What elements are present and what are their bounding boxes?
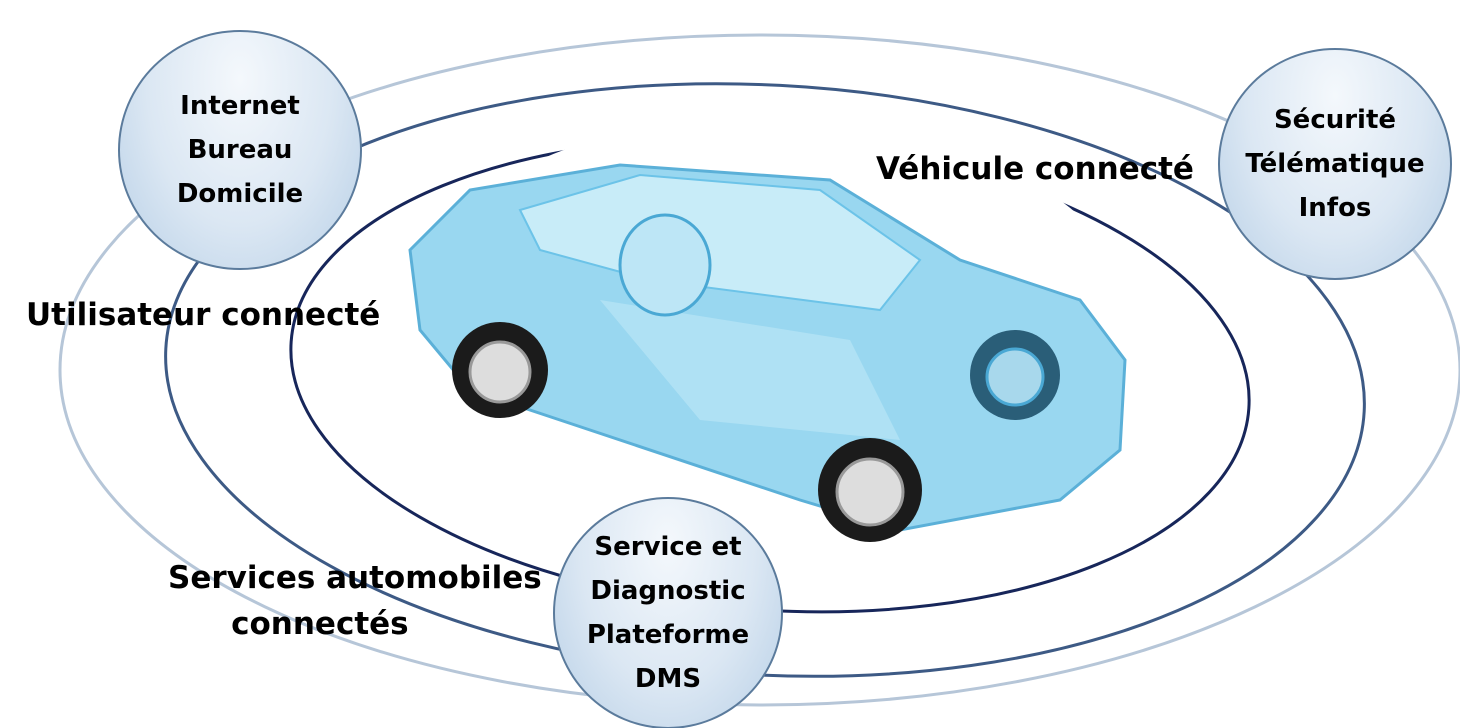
bubble-text: Domicile [176, 179, 304, 209]
wheel-spare [970, 330, 1060, 420]
bubble-connected-user: Internet Bureau Domicile [118, 30, 362, 270]
bubble-text: Plateforme [586, 620, 750, 650]
bubble-text: Diagnostic [590, 576, 746, 606]
wheel-rear [452, 322, 548, 418]
label-connected-user: Utilisateur connecté [26, 297, 381, 333]
label-line: connectés [231, 606, 409, 642]
bubble-text: Bureau [187, 135, 293, 165]
bubble-text: Télématique [1245, 149, 1425, 179]
car-illustration [408, 163, 1127, 542]
bubble-text: Service et [594, 532, 742, 562]
bubble-text: Infos [1298, 193, 1372, 223]
label-connected-vehicle: Véhicule connecté [876, 151, 1194, 187]
bubble-services: Service et Diagnostic Plateforme DMS [553, 497, 783, 728]
bubble-text: Sécurité [1273, 105, 1397, 135]
wheel-front [818, 438, 922, 542]
bubble-text: DMS [634, 664, 702, 694]
bubble-connected-vehicle: Sécurité Télématique Infos [1218, 48, 1452, 280]
label-connected-services: Services automobiles connectés [168, 555, 542, 647]
bubble-text: Internet [180, 91, 300, 121]
label-line: Services automobiles [168, 560, 542, 596]
outer-ring [58, 33, 1460, 707]
